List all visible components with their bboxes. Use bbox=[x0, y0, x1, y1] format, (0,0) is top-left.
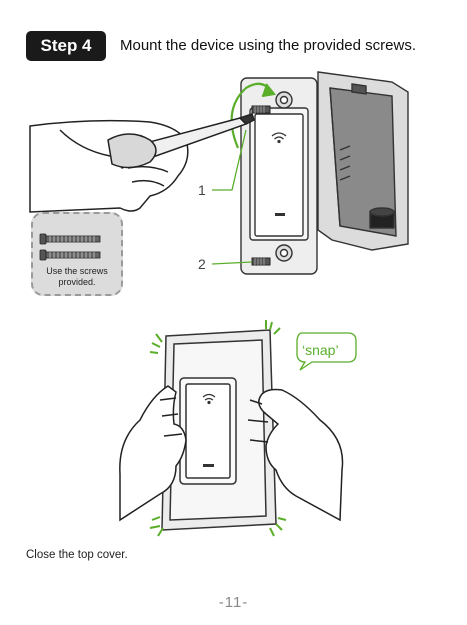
page-number: -11- bbox=[0, 594, 467, 611]
snap-text: ‘snap’ bbox=[302, 342, 339, 358]
screw-note-text: Use the screws provided. bbox=[31, 266, 123, 288]
callout-number-2: 2 bbox=[198, 256, 206, 272]
screw-note-line-1: Use the screws bbox=[31, 266, 123, 277]
cover-caption: Close the top cover. bbox=[26, 549, 128, 561]
screw-note-line-2: provided. bbox=[31, 277, 123, 288]
callout-number-1: 1 bbox=[198, 182, 206, 198]
